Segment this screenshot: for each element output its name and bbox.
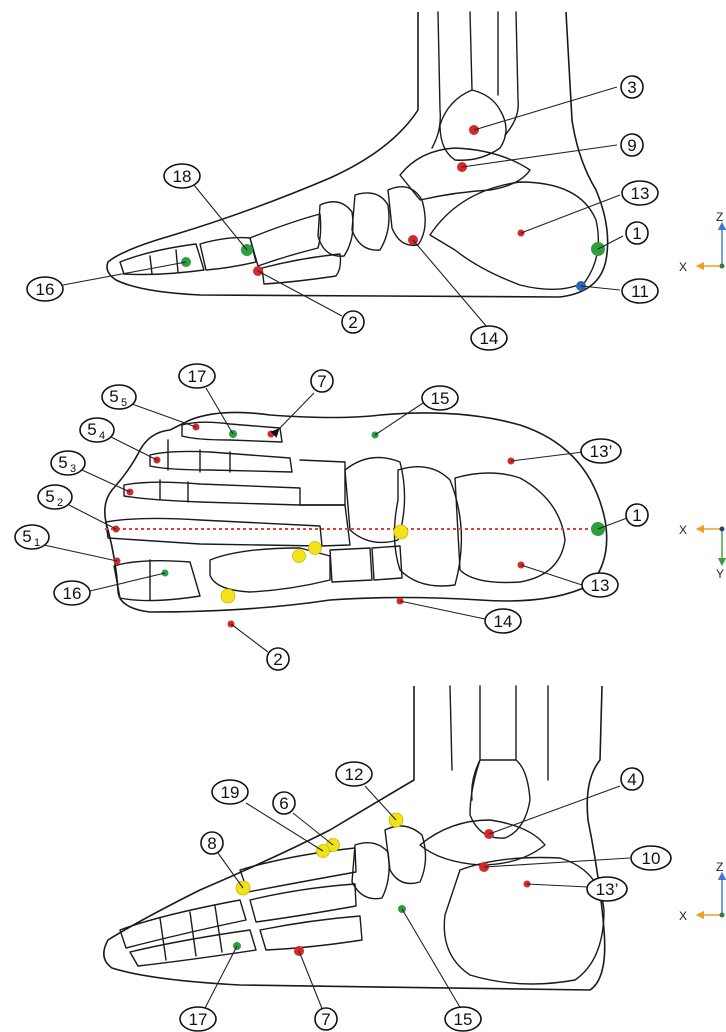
plantar-callout-16: 16: [54, 581, 90, 605]
svg-text:17: 17: [189, 1010, 208, 1029]
plantar-foot-outline: [105, 412, 607, 612]
svg-text:15: 15: [431, 389, 450, 408]
lateral-callout-18: 18: [164, 164, 200, 188]
medial-callout-17: 17: [180, 1007, 216, 1031]
svg-text:13’: 13’: [590, 442, 613, 461]
svg-text:3: 3: [70, 463, 76, 475]
medial-view: 4 10 13’ 12 6 19 8 15 17 7 Z X: [104, 686, 725, 1031]
svg-text:4: 4: [627, 770, 636, 789]
medial-callout-10: 10: [631, 846, 671, 870]
lateral-callout-1: 1: [626, 222, 648, 244]
svg-text:1: 1: [632, 506, 641, 525]
svg-text:5: 5: [58, 453, 67, 472]
svg-text:8: 8: [207, 834, 216, 853]
svg-text:5: 5: [109, 387, 118, 406]
lateral-axes: Z X: [679, 210, 725, 274]
svg-text:10: 10: [642, 849, 661, 868]
lateral-callout-16: 16: [27, 277, 63, 301]
lateral-callout-14: 14: [471, 326, 507, 350]
svg-text:Z: Z: [716, 210, 723, 224]
plantar-point-yellow-hallux: [221, 589, 235, 603]
svg-text:14: 14: [494, 612, 513, 631]
plantar-callout-2: 2: [267, 648, 289, 670]
plantar-callout-14: 14: [485, 609, 521, 633]
lateral-callout-2: 2: [342, 311, 364, 333]
svg-text:15: 15: [454, 1010, 473, 1029]
svg-text:11: 11: [631, 282, 649, 301]
svg-text:2: 2: [57, 497, 63, 509]
svg-text:1: 1: [34, 537, 40, 549]
medial-callout-13-prime: 13’: [587, 877, 627, 901]
medial-foot-outline: [104, 686, 605, 990]
svg-text:5: 5: [22, 527, 31, 546]
svg-text:14: 14: [480, 329, 499, 348]
plantar-callout-15: 15: [422, 386, 458, 410]
plantar-callout-7: 7: [311, 370, 333, 392]
plantar-point-yellow-met-a: [309, 542, 322, 555]
svg-text:13: 13: [591, 576, 610, 595]
svg-text:5: 5: [87, 420, 96, 439]
svg-text:5: 5: [121, 397, 127, 409]
lateral-callout-13: 13: [622, 181, 658, 205]
plantar-point-yellow-tarsal: [394, 525, 408, 539]
medial-callout-7: 7: [315, 1008, 337, 1030]
svg-text:2: 2: [348, 313, 357, 332]
svg-text:X: X: [679, 260, 687, 274]
lateral-foot-outline: [107, 12, 608, 297]
medial-callout-8: 8: [201, 832, 223, 854]
lateral-view: 3 9 13 1 11 14 2 18 16 Z X: [27, 12, 725, 350]
svg-text:5: 5: [45, 487, 54, 506]
plantar-callout-17: 17: [179, 364, 215, 388]
svg-text:2: 2: [273, 650, 282, 669]
plantar-axes: X Y: [679, 523, 725, 581]
svg-text:Z: Z: [716, 860, 723, 874]
svg-text:Y: Y: [716, 567, 724, 581]
plantar-point-yellow-met-b: [293, 550, 306, 563]
svg-text:13’: 13’: [596, 880, 619, 899]
svg-text:18: 18: [173, 167, 192, 186]
medial-axes: Z X: [679, 860, 725, 923]
medial-callout-6: 6: [273, 792, 295, 814]
svg-text:4: 4: [99, 430, 105, 442]
lateral-callout-3: 3: [621, 76, 643, 98]
plantar-callout-1: 1: [626, 504, 648, 526]
lateral-callout-11: 11: [622, 279, 658, 303]
plantar-point-7: [268, 431, 275, 438]
svg-text:1: 1: [632, 224, 641, 243]
plantar-callout-13-prime: 13’: [581, 439, 621, 463]
svg-text:16: 16: [63, 584, 82, 603]
svg-text:3: 3: [627, 78, 636, 97]
plantar-callout-13: 13: [582, 573, 618, 597]
svg-text:6: 6: [279, 794, 288, 813]
medial-callout-4: 4: [621, 768, 643, 790]
lateral-callout-9: 9: [621, 134, 643, 156]
medial-callout-15: 15: [445, 1007, 481, 1031]
svg-text:12: 12: [345, 765, 364, 784]
svg-text:17: 17: [188, 367, 207, 386]
medial-callout-12: 12: [336, 762, 372, 786]
svg-text:X: X: [679, 909, 687, 923]
svg-text:X: X: [679, 523, 687, 537]
svg-text:7: 7: [321, 1010, 330, 1029]
svg-text:13: 13: [631, 184, 650, 203]
medial-callout-19: 19: [212, 780, 248, 804]
svg-text:16: 16: [36, 280, 55, 299]
svg-text:7: 7: [317, 372, 326, 391]
svg-text:19: 19: [221, 783, 240, 802]
svg-text:9: 9: [627, 136, 636, 155]
